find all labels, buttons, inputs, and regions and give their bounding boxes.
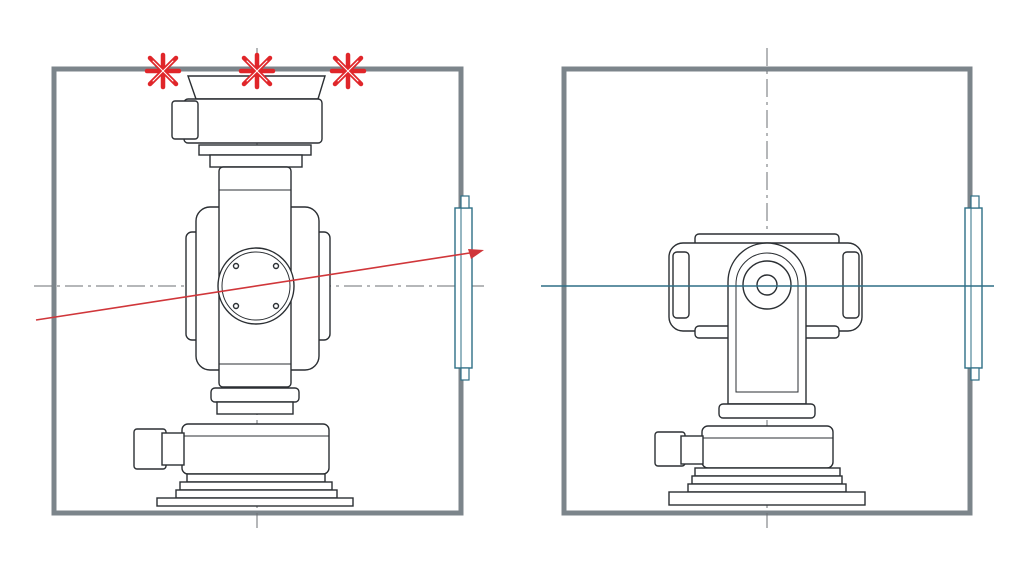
left-misaligned-beam (35, 249, 484, 321)
left-body (185, 166, 331, 415)
right-view (541, 48, 994, 528)
collision-x-icon (144, 52, 182, 90)
left-view (34, 48, 484, 528)
collision-x-icon (329, 52, 367, 90)
collision-markers (144, 52, 367, 90)
right-base (654, 425, 866, 506)
right-yoke-arm (718, 242, 816, 419)
left-top-mount (171, 75, 326, 168)
collision-x-icon (238, 52, 276, 90)
left-side-window (454, 195, 473, 381)
right-side-window (964, 195, 983, 381)
left-base (133, 423, 354, 507)
